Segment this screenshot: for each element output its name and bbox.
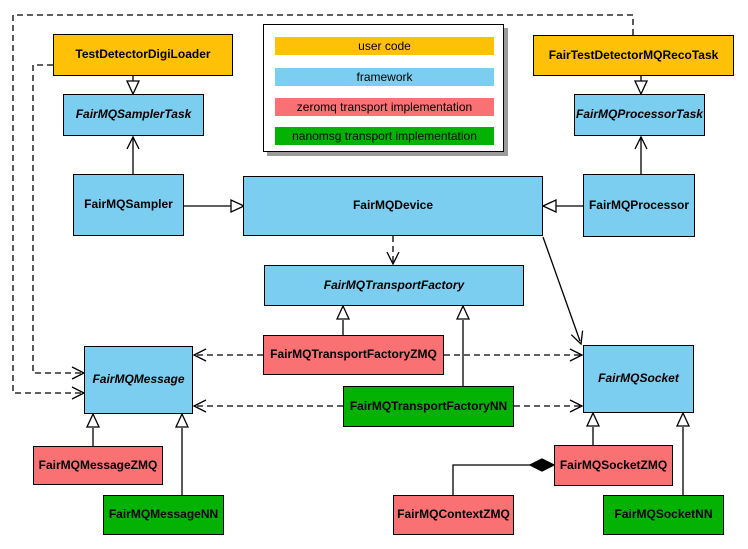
node-fairmqmessagezmq: FairMQMessageZMQ	[33, 446, 163, 485]
node-fairmqmessage: FairMQMessage	[84, 346, 193, 414]
edge-tfnn-socket	[514, 399, 584, 413]
legend-item-nanomsg: nanomsg transport implementation	[275, 127, 494, 145]
legend-item-user-code: user code	[275, 37, 494, 55]
edge-contextzmq-sockzmq	[452, 458, 556, 495]
edge-device-transportfactory	[386, 236, 400, 266]
node-fairmqprocessor: FairMQProcessor	[583, 174, 695, 237]
legend: user code framework zeromq transport imp…	[263, 24, 504, 152]
node-fairmqprocessortask: FairMQProcessorTask	[574, 94, 705, 136]
edge-msgzmq-message	[85, 412, 101, 446]
node-fairmqtransportfactory: FairMQTransportFactory	[264, 265, 524, 306]
edge-sampler-device	[184, 198, 246, 214]
node-testdetectordigiloader: TestDetectorDigiLoader	[53, 34, 233, 76]
edge-digiloader-samplertask	[125, 76, 141, 96]
edge-tfnn-transportfactory	[455, 304, 471, 386]
node-fairmqmessagenn: FairMQMessageNN	[103, 495, 224, 535]
edge-processor-processortask	[634, 135, 648, 174]
node-fairmqsocket: FairMQSocket	[583, 345, 694, 413]
legend-item-zeromq: zeromq transport implementation	[275, 98, 494, 116]
legend-item-framework: framework	[275, 68, 494, 86]
node-fairmqsamplertask: FairMQSamplerTask	[63, 94, 204, 136]
edge-recotask-processortask	[633, 76, 649, 96]
edge-sampler-samplertask	[126, 135, 140, 174]
edge-processor-device	[541, 198, 583, 214]
edge-tfzmq-message	[192, 348, 263, 362]
edge-socknn-socket	[675, 411, 691, 495]
node-fairmqdevice: FairMQDevice	[243, 176, 543, 236]
edge-tfnn-message	[192, 399, 343, 413]
node-fairmqsampler: FairMQSampler	[73, 174, 184, 236]
node-fairmqsocketnn: FairMQSocketNN	[603, 495, 724, 535]
edge-sockzmq-socket	[585, 411, 601, 445]
edge-tfzmq-transportfactory	[335, 304, 351, 335]
edge-tfzmq-socket	[444, 348, 584, 362]
node-fairmqtransportfactoryzmq: FairMQTransportFactoryZMQ	[263, 335, 444, 375]
node-fairmqsocketzmq: FairMQSocketZMQ	[554, 445, 673, 486]
edge-msgnn-message	[174, 412, 190, 495]
node-fairtestdetectormqrecotask: FairTestDetectorMQRecoTask	[533, 35, 734, 76]
edge-device-socket	[542, 236, 584, 346]
node-fairmqtransportfactorynn: FairMQTransportFactoryNN	[343, 386, 514, 427]
node-fairmqcontextzmq: FairMQContextZMQ	[393, 495, 514, 535]
